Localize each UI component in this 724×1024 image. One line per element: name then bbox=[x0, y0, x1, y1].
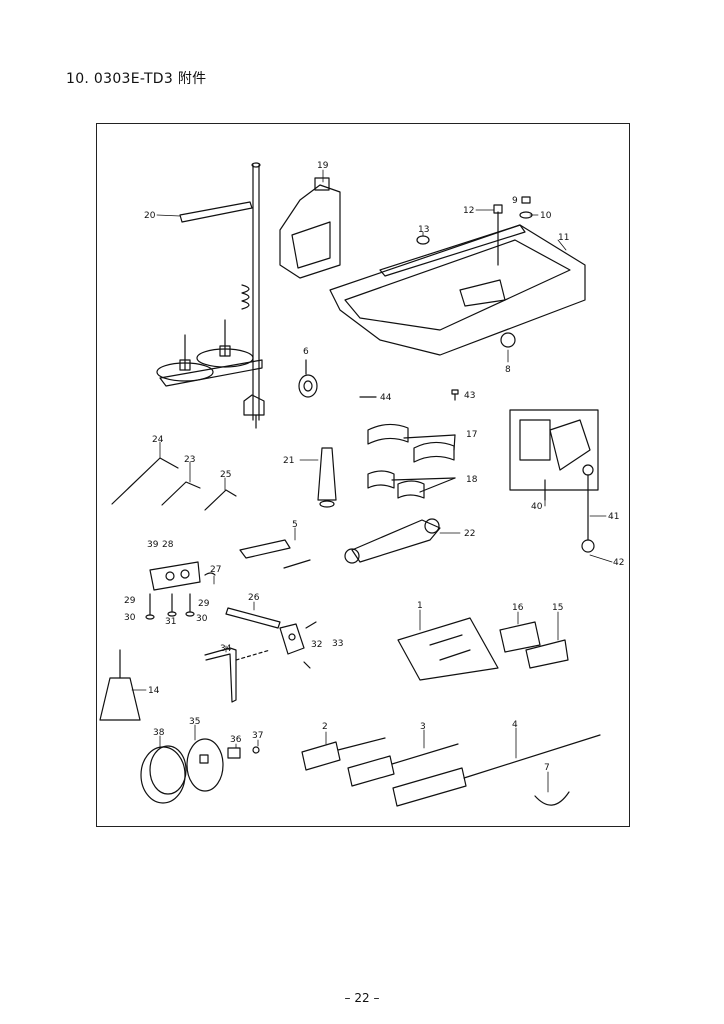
callout-39: 39 bbox=[147, 540, 159, 550]
callout-40: 40 bbox=[531, 502, 543, 512]
spanner bbox=[344, 518, 441, 564]
callout-1: 1 bbox=[417, 601, 423, 611]
needles bbox=[239, 539, 311, 569]
callout-21: 21 bbox=[283, 456, 294, 466]
callout-31: 31 bbox=[165, 617, 176, 627]
callout-44: 44 bbox=[380, 393, 392, 403]
callout-42: 42 bbox=[613, 558, 624, 568]
bracket-assembly bbox=[145, 561, 216, 620]
callout-43: 43 bbox=[464, 391, 475, 401]
callout-15: 15 bbox=[552, 603, 563, 613]
callout-5: 5 bbox=[292, 520, 298, 530]
pulley-set bbox=[140, 738, 260, 804]
callout-16: 16 bbox=[512, 603, 524, 613]
callout-2: 2 bbox=[322, 722, 328, 732]
callout-17: 17 bbox=[466, 430, 477, 440]
callout-29b: 29 bbox=[198, 599, 210, 609]
callout-6: 6 bbox=[303, 347, 309, 357]
shaft-and-block bbox=[225, 607, 317, 669]
guide-blocks bbox=[499, 621, 569, 669]
callout-20: 20 bbox=[144, 211, 156, 221]
callout-34: 34 bbox=[220, 644, 232, 654]
callout-36: 36 bbox=[230, 735, 242, 745]
callout-10: 10 bbox=[540, 211, 552, 221]
callout-23: 23 bbox=[184, 455, 195, 465]
callout-29a: 29 bbox=[124, 596, 136, 606]
callout-38: 38 bbox=[153, 728, 165, 738]
cone-piece bbox=[317, 447, 337, 508]
hex-wrenches bbox=[111, 457, 237, 511]
callout-32: 32 bbox=[311, 640, 322, 650]
callout-27: 27 bbox=[210, 565, 221, 575]
callout-labels: 20 19 12 9 10 13 11 8 6 44 43 17 18 24 2… bbox=[124, 161, 624, 773]
knee-lifter-assembly bbox=[509, 409, 599, 553]
callout-18: 18 bbox=[466, 475, 478, 485]
callout-13: 13 bbox=[418, 225, 429, 235]
callout-30b: 30 bbox=[196, 614, 208, 624]
plastic-bag bbox=[397, 617, 499, 681]
callout-7: 7 bbox=[544, 763, 550, 773]
page-heading: 10. 0303E-TD3 附件 bbox=[66, 71, 207, 87]
thread-stand bbox=[156, 162, 265, 429]
oil-bottle bbox=[99, 649, 141, 721]
callout-26: 26 bbox=[248, 593, 260, 603]
oil-can bbox=[279, 177, 341, 279]
hook bbox=[534, 791, 570, 806]
page-number: – 22 – bbox=[344, 991, 380, 1005]
callout-12: 12 bbox=[463, 206, 474, 216]
screw-43 bbox=[451, 389, 459, 401]
callout-33: 33 bbox=[332, 639, 343, 649]
leader-lines bbox=[131, 169, 613, 793]
callout-14: 14 bbox=[148, 686, 160, 696]
callout-30a: 30 bbox=[124, 613, 136, 623]
screwdrivers bbox=[301, 734, 601, 807]
callout-35: 35 bbox=[189, 717, 200, 727]
callout-11: 11 bbox=[558, 233, 569, 243]
callout-4: 4 bbox=[512, 720, 518, 730]
callout-3: 3 bbox=[420, 722, 426, 732]
callout-19: 19 bbox=[317, 161, 329, 171]
callout-28: 28 bbox=[162, 540, 174, 550]
callout-8: 8 bbox=[505, 365, 511, 375]
callout-9: 9 bbox=[512, 196, 518, 206]
callout-41: 41 bbox=[608, 512, 619, 522]
callout-25: 25 bbox=[220, 470, 231, 480]
bobbin bbox=[298, 359, 318, 398]
callout-37: 37 bbox=[252, 731, 263, 741]
rubber-cushions bbox=[367, 423, 456, 499]
parts-diagram-frame bbox=[96, 123, 630, 827]
l-rod bbox=[204, 647, 271, 703]
callout-22: 22 bbox=[464, 529, 475, 539]
callout-24: 24 bbox=[152, 435, 164, 445]
oil-pan bbox=[329, 196, 586, 356]
